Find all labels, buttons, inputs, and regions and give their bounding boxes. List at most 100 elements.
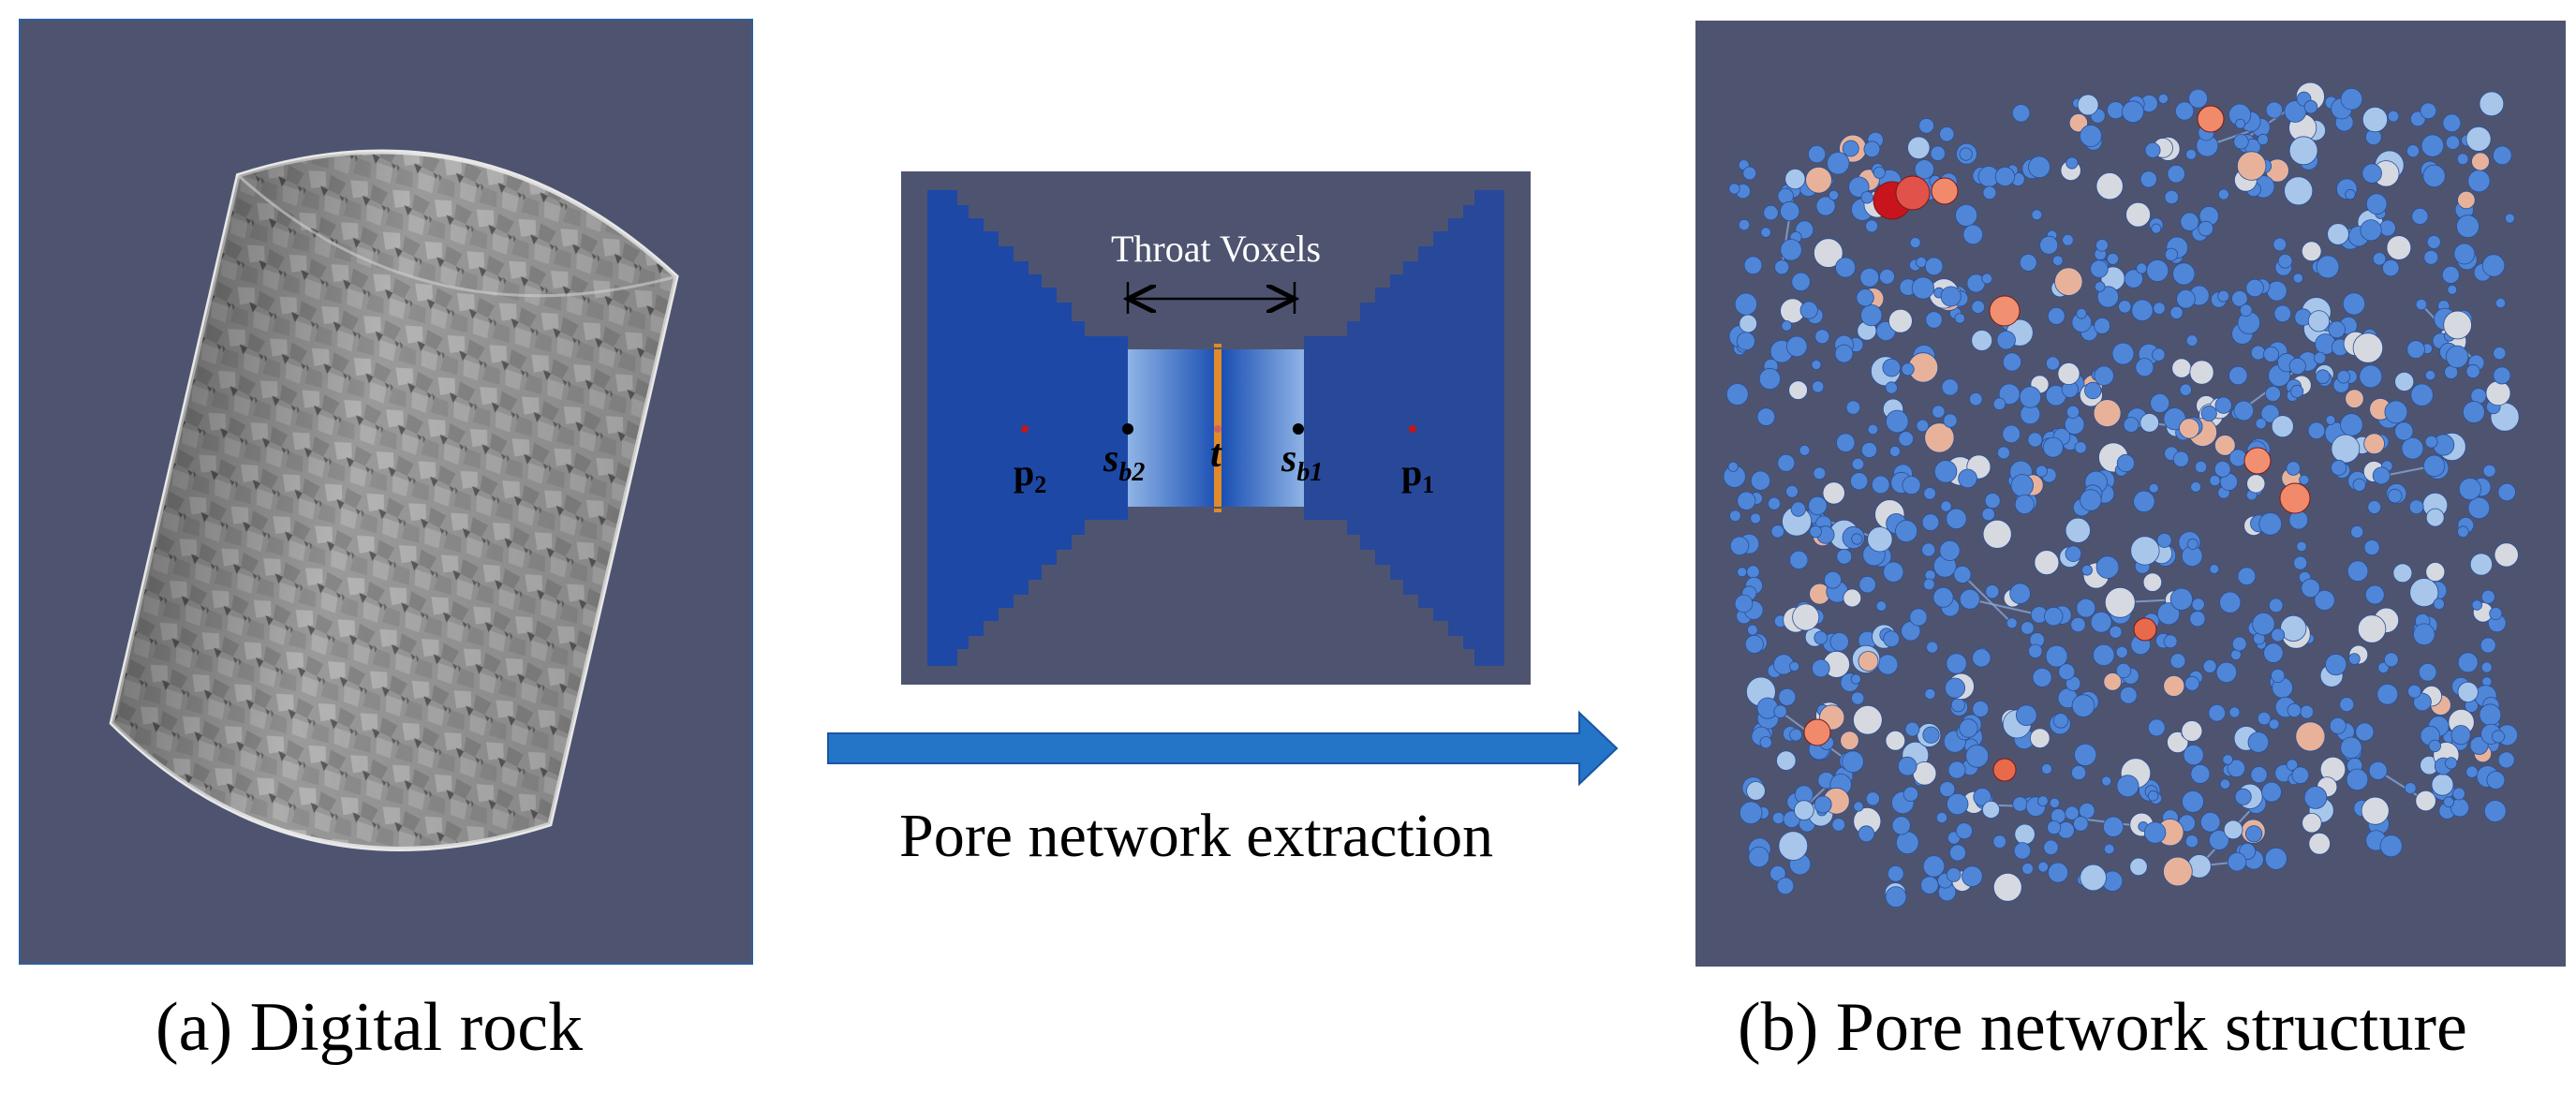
network-pore <box>2189 360 2214 385</box>
network-pore <box>1728 183 1740 195</box>
network-pore <box>1921 513 1940 531</box>
network-pore <box>1885 730 1906 751</box>
network-pore <box>1829 632 1849 652</box>
network-pore <box>1916 419 1930 433</box>
network-pore <box>2246 474 2266 494</box>
network-pore <box>2047 820 2062 835</box>
network-pore <box>2273 304 2292 323</box>
network-pore <box>1939 539 1961 562</box>
network-pore <box>1962 865 1983 887</box>
network-pore <box>2122 100 2144 124</box>
network-pore <box>2036 795 2049 807</box>
network-pore <box>2244 825 2263 843</box>
network-pore <box>2013 842 2032 860</box>
network-pore <box>2445 135 2461 150</box>
network-pore <box>2469 553 2494 576</box>
network-pore <box>2288 136 2318 166</box>
network-pore <box>1948 844 1966 862</box>
network-pore <box>2300 704 2314 719</box>
network-pore <box>2263 643 2284 663</box>
network-pore <box>2250 766 2268 784</box>
label-sb1: s <box>1281 437 1296 480</box>
network-pore <box>2028 643 2043 659</box>
network-pore <box>2147 718 2166 737</box>
right-pore-body <box>1304 190 1504 666</box>
network-pore <box>1921 542 1936 557</box>
network-pore <box>2255 418 2267 430</box>
network-pore <box>2116 775 2139 798</box>
network-pore <box>2135 358 2154 377</box>
network-pore <box>2505 213 2515 224</box>
network-pore <box>2325 415 2336 425</box>
label-p1-subscript: 1 <box>1422 471 1434 498</box>
network-pore <box>1799 301 1818 319</box>
network-pore <box>1850 472 1869 491</box>
network-pore <box>2265 385 2282 402</box>
network-pore <box>2452 787 2465 801</box>
network-pore <box>2027 432 2043 448</box>
network-pore <box>2363 433 2385 455</box>
network-pore <box>2301 241 2322 262</box>
network-pore <box>2348 653 2361 665</box>
network-pore <box>2352 478 2366 492</box>
network-pore <box>1737 491 1756 510</box>
network-pore <box>1788 380 1808 400</box>
network-pore <box>2247 731 2270 753</box>
network-pore <box>1814 795 1832 814</box>
network-pore <box>2410 383 2434 406</box>
network-pore <box>2052 713 2069 729</box>
network-pore <box>1791 272 1811 292</box>
network-pore <box>2424 435 2438 449</box>
pore-center-p1 <box>1409 425 1416 433</box>
network-pore <box>1904 721 1920 737</box>
network-pore <box>2131 299 2154 322</box>
network-pore <box>2302 813 2322 834</box>
network-pore <box>1875 600 1888 612</box>
network-pore <box>2070 616 2086 633</box>
network-pore <box>1790 501 1806 517</box>
network-pore <box>2331 459 2347 476</box>
network-pore <box>2239 303 2253 318</box>
network-pore <box>2095 555 2120 579</box>
network-pore <box>1873 166 1886 179</box>
svg-text:p2: p2 <box>1014 451 1046 498</box>
label-sb2: s <box>1103 437 1118 480</box>
network-pore <box>2071 694 2095 717</box>
network-pore <box>2235 118 2246 129</box>
network-pore <box>2039 235 2059 255</box>
network-pore <box>1863 140 1881 158</box>
network-pore <box>2376 683 2399 705</box>
network-pore <box>2299 474 2310 485</box>
network-pore <box>2489 607 2503 621</box>
network-pore <box>2365 193 2388 215</box>
network-pore <box>1959 718 1978 738</box>
network-pore <box>1883 561 1904 583</box>
arrow-label: Pore network extraction <box>899 802 1494 870</box>
network-pore <box>2116 453 2135 473</box>
network-pore <box>1885 381 1898 394</box>
network-pore <box>1853 801 1864 812</box>
network-pore <box>1763 204 1779 221</box>
network-pore <box>2065 517 2091 543</box>
network-pore <box>2009 583 2031 604</box>
network-pore <box>2383 652 2399 668</box>
network-pore <box>2442 113 2462 133</box>
network-pore <box>2483 800 2507 822</box>
network-pore <box>1759 736 1772 749</box>
network-pore <box>1781 320 1793 332</box>
network-pore <box>2415 298 2428 311</box>
network-pore <box>2139 170 2157 188</box>
network-pore <box>2284 176 2314 206</box>
network-pore <box>2047 306 2065 325</box>
network-pore <box>2095 238 2109 252</box>
network-pore <box>2079 803 2095 820</box>
network-pore <box>1858 825 1875 843</box>
network-pore <box>2404 782 2417 794</box>
network-pore <box>2228 365 2248 386</box>
network-pore <box>2102 816 2124 837</box>
network-pore <box>1812 658 1830 678</box>
network-pore <box>2486 771 2506 790</box>
network-pore <box>1946 508 1967 530</box>
network-pore <box>1953 566 1972 584</box>
network-pore <box>2032 667 2052 687</box>
